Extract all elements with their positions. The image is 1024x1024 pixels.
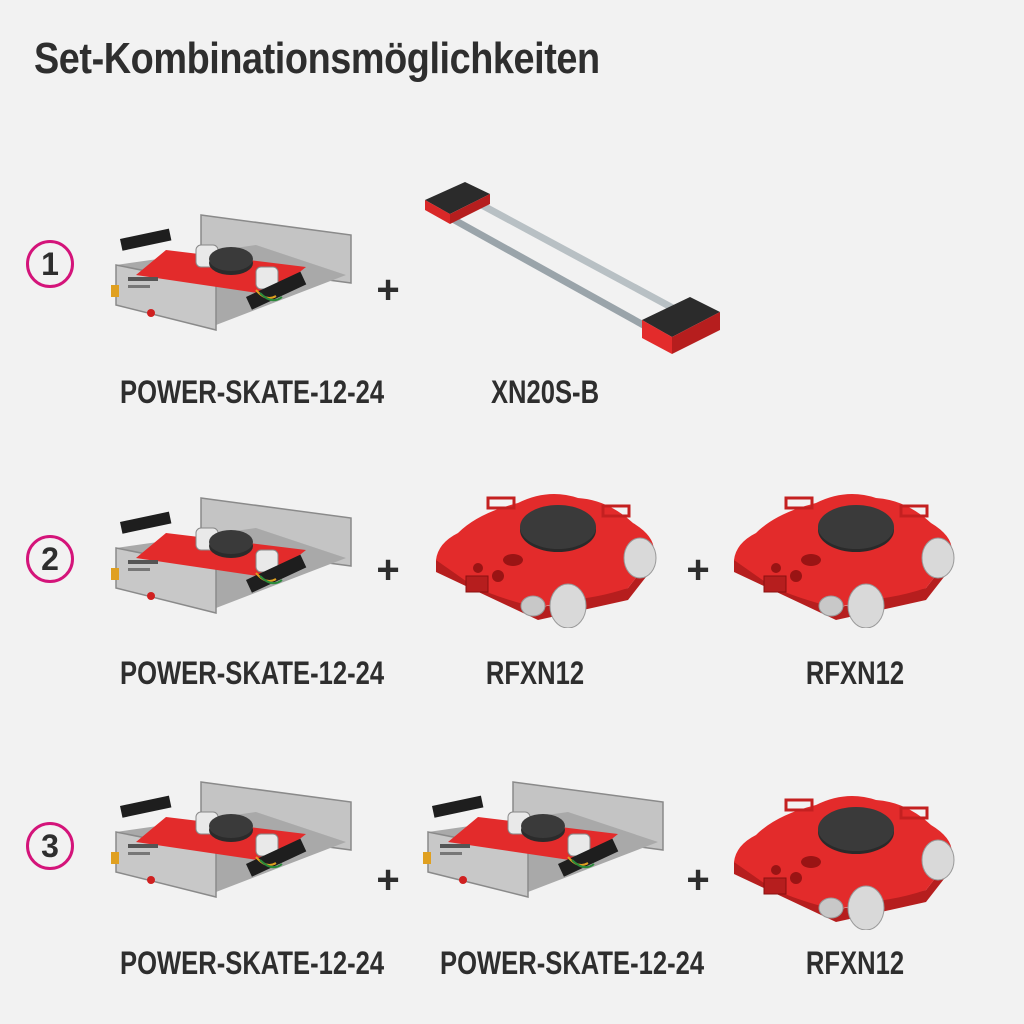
plus-sign: + xyxy=(686,548,710,592)
rfxn12-image xyxy=(418,478,678,628)
rfxn12-image xyxy=(716,780,976,930)
product-label: XN20S-B xyxy=(490,374,600,410)
plus-sign: + xyxy=(376,268,400,312)
power-skate-image xyxy=(106,205,356,355)
product-label: POWER-SKATE-12-24 xyxy=(120,945,385,981)
product-label: RFXN12 xyxy=(805,945,905,981)
product-label: POWER-SKATE-12-24 xyxy=(120,655,385,691)
step-number-1: 1 xyxy=(26,240,74,288)
page-title: Set-Kombinationsmöglichkeiten xyxy=(34,34,600,83)
product-label: POWER-SKATE-12-24 xyxy=(440,945,705,981)
plus-sign: + xyxy=(686,858,710,902)
step-number-3: 3 xyxy=(26,822,74,870)
power-skate-image xyxy=(418,772,668,922)
product-label: POWER-SKATE-12-24 xyxy=(120,374,385,410)
xn20s-b-image xyxy=(410,172,730,362)
power-skate-image xyxy=(106,772,356,922)
power-skate-image xyxy=(106,488,356,638)
product-label: RFXN12 xyxy=(805,655,905,691)
plus-sign: + xyxy=(376,548,400,592)
plus-sign: + xyxy=(376,858,400,902)
rfxn12-image xyxy=(716,478,976,628)
product-label: RFXN12 xyxy=(485,655,585,691)
step-number-2: 2 xyxy=(26,535,74,583)
